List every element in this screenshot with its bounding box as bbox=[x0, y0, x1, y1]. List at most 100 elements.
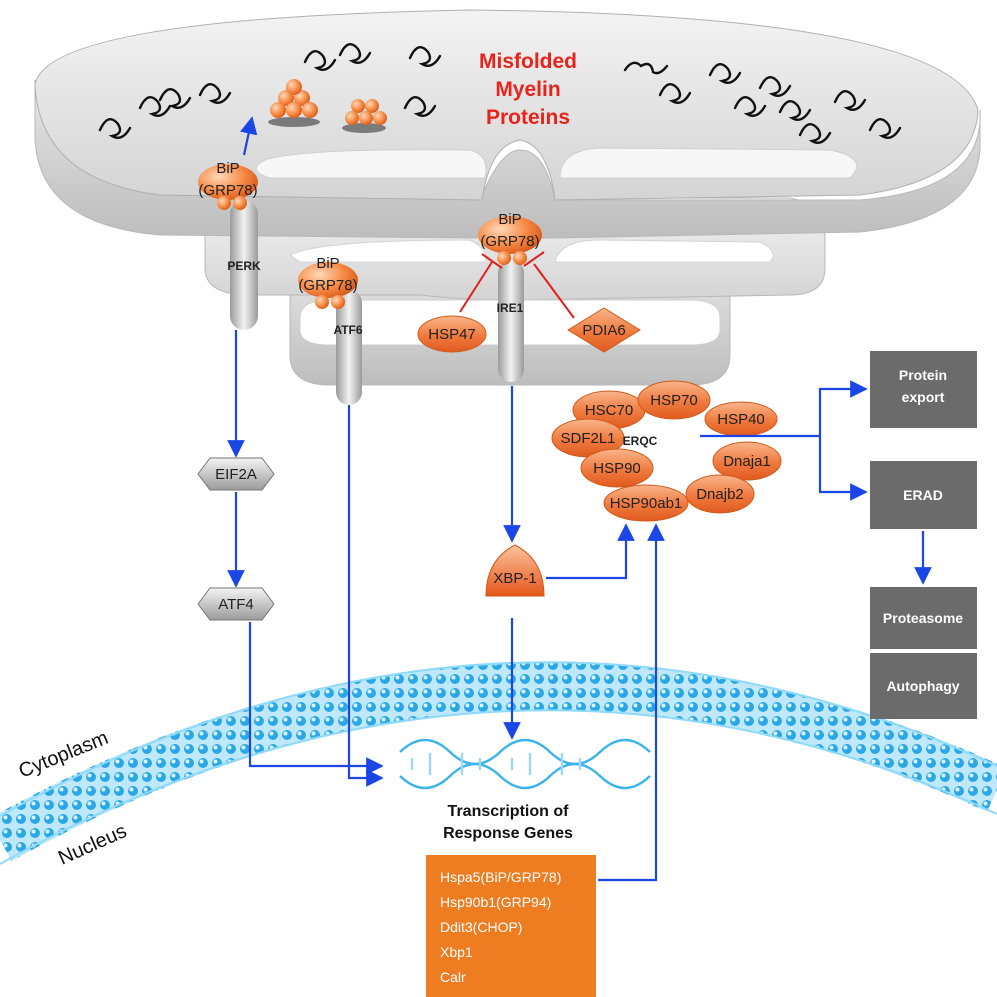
hsp47-inhibit-bar bbox=[481, 253, 503, 269]
gene-xbp1: Xbp1 bbox=[440, 944, 473, 960]
misfolded-protein-icon bbox=[758, 76, 792, 97]
gene-hspa5: Hspa5(BiP/GRP78) bbox=[440, 869, 561, 885]
transcription-line-2: Response Genes bbox=[443, 825, 573, 842]
pdia6-inhibit-bar bbox=[523, 251, 545, 267]
perk-sensor: BiP (GRP78) PERK bbox=[198, 160, 261, 330]
misfolded-protein-icon bbox=[733, 96, 767, 117]
protein-export-line-1: Protein bbox=[899, 367, 947, 383]
misfolded-protein-icon bbox=[198, 83, 232, 104]
bip-cluster-1 bbox=[268, 79, 320, 127]
misfolded-protein-icon bbox=[403, 96, 437, 117]
protein-export-box: Protein export bbox=[870, 351, 977, 428]
bip-cluster-2 bbox=[342, 99, 387, 133]
ire1-bip-bubble bbox=[478, 216, 542, 254]
erqc-cluster: HSC70 HSP70 HSP40 SDF2L1 ERQC HSP90 Dnaj… bbox=[551, 380, 782, 522]
misfolded-protein-icon bbox=[338, 43, 372, 64]
erad-label: ERAD bbox=[903, 487, 943, 503]
proteasome-label: Proteasome bbox=[883, 610, 963, 626]
atf4-label: ATF4 bbox=[218, 596, 254, 613]
inhibition-edges bbox=[459, 251, 575, 319]
autophagy-label: Autophagy bbox=[886, 678, 959, 694]
arrow-erqc-to-export bbox=[818, 380, 868, 436]
chaperone-hsc70: HSC70 bbox=[572, 390, 646, 430]
dnaja1-label: Dnaja1 bbox=[723, 453, 771, 470]
hsp90ab1-label: HSP90ab1 bbox=[610, 495, 683, 512]
pdia6-node: PDIA6 bbox=[567, 307, 641, 353]
atf6-bip-bubble bbox=[298, 262, 358, 298]
misfolded-line-2: Myelin bbox=[495, 78, 560, 101]
hsp90-label: HSP90 bbox=[593, 460, 641, 477]
chaperone-hsp90: HSP90 bbox=[580, 448, 654, 488]
perk-label: PERK bbox=[227, 259, 261, 273]
transcription-line-1: Transcription of bbox=[448, 803, 570, 820]
xbp1-node: XBP-1 bbox=[485, 544, 545, 597]
perk-bip-label: BiP bbox=[216, 160, 239, 177]
dnajb2-label: Dnajb2 bbox=[696, 486, 744, 503]
misfolded-protein-icon bbox=[658, 83, 692, 104]
arrow-perk-to-lumen bbox=[240, 116, 258, 156]
arrows bbox=[227, 116, 932, 882]
response-genes-box: Hspa5(BiP/GRP78) Hsp90b1(GRP94) Ddit3(CH… bbox=[426, 855, 596, 997]
response-genes-background bbox=[426, 855, 596, 997]
misfolded-protein-icon bbox=[303, 50, 337, 71]
atf6-receptor bbox=[336, 290, 362, 405]
chaperone-hsp90ab1: HSP90ab1 bbox=[603, 484, 689, 522]
ire1-grp78-label: (GRP78) bbox=[480, 233, 539, 250]
hsc70-label: HSC70 bbox=[585, 402, 633, 419]
misfolded-protein-icon bbox=[868, 118, 902, 139]
ire1-sensor: BiP (GRP78) IRE1 bbox=[478, 211, 542, 382]
arrow-genes-to-erqc bbox=[598, 523, 665, 882]
misfolded-protein-icon bbox=[623, 61, 669, 75]
atf6-bip-label: BiP bbox=[316, 255, 339, 272]
misfolded-protein-icon bbox=[778, 100, 812, 121]
hsp47-label: HSP47 bbox=[428, 326, 476, 343]
proteasome-box: Proteasome bbox=[870, 587, 977, 649]
gene-ddit3: Ddit3(CHOP) bbox=[440, 919, 522, 935]
chaperone-dnajb2: Dnajb2 bbox=[685, 474, 755, 514]
perk-bip-bubble bbox=[198, 164, 258, 200]
hsp47-node: HSP47 bbox=[417, 315, 487, 353]
misfolded-protein-icon bbox=[708, 63, 742, 84]
endoplasmic-reticulum bbox=[34, 9, 981, 386]
atf6-sensor: BiP (GRP78) ATF6 bbox=[298, 255, 363, 405]
misfolded-line-1: Misfolded bbox=[479, 50, 577, 73]
misfolded-line-3: Proteins bbox=[486, 106, 570, 129]
eif2a-label: EIF2A bbox=[215, 466, 257, 483]
hsp40-label: HSP40 bbox=[717, 411, 765, 428]
misfolded-protein-icon bbox=[98, 118, 132, 139]
chaperone-dnaja1: Dnaja1 bbox=[712, 441, 782, 481]
erad-box: ERAD bbox=[870, 461, 977, 529]
misfolded-protein-icon bbox=[798, 123, 832, 144]
atf6-grp78-label: (GRP78) bbox=[298, 277, 357, 294]
perk-receptor bbox=[230, 200, 258, 330]
eif2a-node: EIF2A bbox=[197, 457, 275, 491]
atf4-node: ATF4 bbox=[197, 587, 275, 621]
erqc-label: ERQC bbox=[623, 434, 658, 448]
misfolded-protein-icon bbox=[138, 96, 172, 117]
perk-grp78-label: (GRP78) bbox=[198, 182, 257, 199]
pdia6-inhibits-ire1 bbox=[533, 263, 575, 319]
arrow-xbp1-to-erqc bbox=[546, 523, 635, 580]
hsp70-label: HSP70 bbox=[650, 392, 698, 409]
gene-hsp90b1: Hsp90b1(GRP94) bbox=[440, 894, 551, 910]
arrow-erqc-to-erad bbox=[818, 436, 868, 501]
misfolded-title: Misfolded Myelin Proteins bbox=[479, 50, 577, 129]
gene-calr: Calr bbox=[440, 969, 466, 985]
misfolded-protein-icon bbox=[158, 88, 192, 109]
pdia6-label: PDIA6 bbox=[582, 322, 625, 339]
sdf2l1-label: SDF2L1 bbox=[560, 430, 615, 447]
ire1-receptor bbox=[498, 260, 524, 382]
ire1-label: IRE1 bbox=[497, 301, 524, 315]
dna-icon bbox=[399, 738, 651, 790]
misfolded-protein-icon bbox=[408, 46, 442, 67]
xbp1-label: XBP-1 bbox=[493, 570, 536, 587]
chaperone-hsp40: HSP40 bbox=[704, 401, 778, 437]
chaperone-hsp70: HSP70 bbox=[637, 380, 711, 420]
er-slot-right bbox=[559, 147, 858, 179]
protein-export-line-2: export bbox=[902, 389, 945, 405]
arrow-atf4-to-dna bbox=[248, 622, 384, 775]
misfolded-proteins bbox=[98, 43, 902, 144]
misfolded-protein-icon bbox=[833, 90, 867, 111]
